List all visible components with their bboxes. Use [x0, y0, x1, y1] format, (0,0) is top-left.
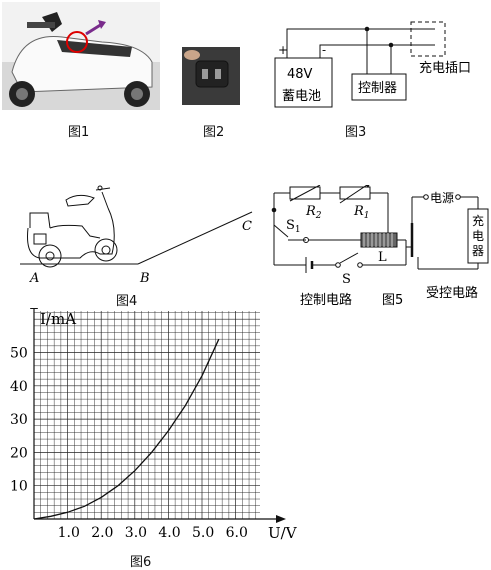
battery-box: [274, 57, 333, 108]
power-label: 电源: [430, 191, 454, 205]
controlled-circuit-label: 受控电路: [426, 285, 478, 301]
x-axis-arrow-icon: [276, 515, 286, 523]
point-b-label: B: [139, 271, 150, 286]
fig4-slope: A B C: [20, 185, 253, 286]
x-axis-label: U/V: [268, 524, 298, 542]
y-axis-label: I/mA: [40, 310, 76, 328]
fig2-photo: [182, 47, 240, 105]
x-tick-label: 6.0: [226, 525, 248, 541]
controller-label: 控制器: [358, 81, 397, 96]
fig5-caption: 图5: [382, 293, 403, 308]
series-line: [33, 338, 220, 520]
x-tick-label: 4.0: [158, 525, 180, 541]
coil-label: L: [378, 250, 387, 265]
s-label: S: [342, 272, 351, 287]
fig1-photo: [2, 2, 160, 110]
s1-label: S1: [286, 218, 301, 235]
r2-label: R2: [305, 204, 322, 221]
x-tick-label: 2.0: [91, 525, 113, 541]
charger-label-1: 充: [472, 213, 484, 228]
point-c-label: C: [242, 219, 252, 234]
charge-port-label: 充电插口: [419, 60, 471, 76]
control-circuit-label: 控制电路: [300, 292, 352, 308]
highlight-circle: [66, 31, 88, 53]
switch-s: [339, 252, 359, 264]
y-tick-label: 30: [10, 412, 28, 428]
x-tick-label: 1.0: [58, 525, 80, 541]
charger-label-3: 器: [472, 244, 484, 258]
x-tick-label: 3.0: [125, 525, 147, 541]
fig5-circuit: R2 R1 S1 S L 电源 充 电 器 控制电路 图5 受控电路: [271, 185, 489, 308]
switch-s1: [273, 224, 289, 238]
y-axis-arrow-icon: [30, 308, 38, 309]
charge-port-box: [410, 21, 446, 57]
minus-sign: -: [322, 43, 326, 57]
y-tick-label: 50: [10, 346, 28, 362]
fig3-circuit: + - 48V 蓄电池 控制器 充电插口: [274, 21, 471, 108]
fig4-caption: 图4: [116, 294, 138, 309]
fig2-caption: 图2: [203, 125, 225, 140]
battery-label: 蓄电池: [282, 89, 321, 104]
y-tick-label: 20: [10, 445, 28, 461]
fig3-caption: 图3: [345, 125, 367, 140]
fig6-caption: 图6: [130, 555, 152, 570]
y-tick-label: 40: [10, 379, 28, 395]
scooter-sketch: [27, 185, 118, 268]
r1-label: R1: [353, 204, 370, 221]
charger-label-2: 电: [472, 229, 484, 243]
scooter-photo: [2, 2, 160, 110]
plus-sign: +: [278, 43, 288, 57]
socket-photo: [182, 47, 240, 105]
battery-voltage: 48V: [287, 67, 313, 82]
x-tick-label: 5.0: [192, 525, 214, 541]
fig6-chart: 1.0 2.0 3.0 4.0 5.0 6.0 10 20 30 40 50 I/mA U/V: [10, 308, 298, 542]
point-a-label: A: [29, 271, 39, 286]
fig1-caption: 图1: [68, 125, 90, 140]
controller-box: [351, 73, 407, 101]
arrow-icon: [85, 22, 103, 36]
y-tick-label: 10: [10, 479, 28, 495]
